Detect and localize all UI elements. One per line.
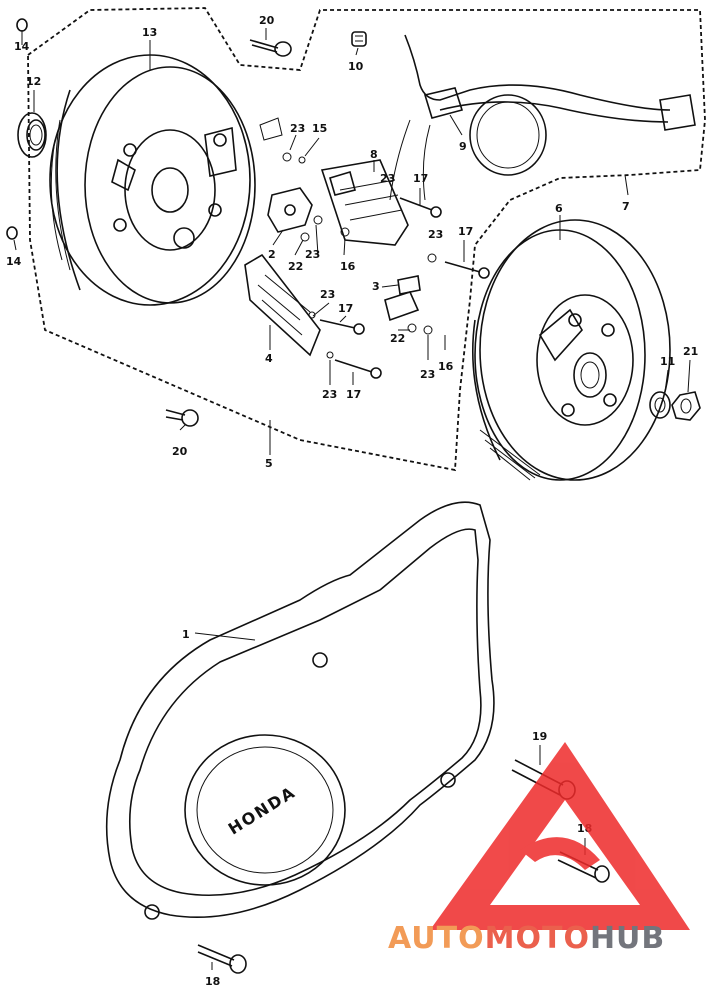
callout-17-a: 17 xyxy=(413,172,428,185)
cover-brand: HONDA xyxy=(225,782,300,838)
callout-19: 19 xyxy=(532,730,547,743)
callout-23-d: 23 xyxy=(428,228,443,241)
coil-4 xyxy=(244,253,321,357)
callout-13: 13 xyxy=(142,26,157,39)
rotor-13 xyxy=(49,54,256,306)
screw-20-top xyxy=(249,39,292,57)
callout-17-b: 17 xyxy=(458,225,473,238)
callout-18-bottom: 18 xyxy=(205,975,220,988)
watermark-moto: MOTO xyxy=(485,921,590,956)
watermark-inner-mark-icon xyxy=(520,837,600,870)
callout-23-g: 23 xyxy=(420,368,435,381)
callout-5: 5 xyxy=(265,457,273,470)
callout-8: 8 xyxy=(370,148,378,161)
callout-15: 15 xyxy=(312,122,327,135)
callout-23-b: 23 xyxy=(305,248,320,261)
callout-4: 4 xyxy=(265,352,273,365)
contact-breaker-2 xyxy=(259,117,313,233)
callout-labels: 1 2 3 4 5 6 7 8 9 10 11 12 13 14 14 15 1… xyxy=(6,14,698,988)
callout-14-top: 14 xyxy=(14,40,30,53)
callout-17-d: 17 xyxy=(346,388,361,401)
o-ring-14-mid xyxy=(6,226,18,240)
callout-22-a: 22 xyxy=(288,260,303,273)
callout-17-c: 17 xyxy=(338,302,353,315)
callout-11: 11 xyxy=(660,355,675,368)
watermark-text: AUTOMOTOHUB xyxy=(388,921,665,956)
callout-2: 2 xyxy=(268,248,276,261)
callout-14-mid: 14 xyxy=(6,255,22,268)
washer-11 xyxy=(649,391,671,419)
callout-20-mid: 20 xyxy=(172,445,188,458)
callout-20-top: 20 xyxy=(259,14,275,27)
callout-1: 1 xyxy=(182,628,190,641)
wire-harness-7 xyxy=(389,34,696,201)
callout-23-e: 23 xyxy=(320,288,335,301)
watermark-triangle-icon xyxy=(430,742,690,930)
callout-3: 3 xyxy=(372,280,380,293)
screw-17-c xyxy=(319,319,365,335)
callout-6: 6 xyxy=(555,202,563,215)
washers xyxy=(282,152,437,359)
callout-23-c: 23 xyxy=(380,172,395,185)
o-ring-14-top xyxy=(16,18,28,32)
callout-16-a: 16 xyxy=(340,260,356,273)
screw-17-d xyxy=(334,359,382,379)
screw-17-b xyxy=(444,261,490,279)
leader-lines xyxy=(13,28,691,970)
assembly-outline xyxy=(27,7,706,472)
callout-22-b: 22 xyxy=(390,332,405,345)
callout-21: 21 xyxy=(683,345,698,358)
screw-17-a xyxy=(399,197,442,218)
coil-8 xyxy=(320,159,409,246)
nut-21 xyxy=(671,391,701,421)
callout-16-b: 16 xyxy=(438,360,454,373)
bolt-18-bottom xyxy=(197,944,247,974)
flywheel-6 xyxy=(471,219,671,481)
side-cover-1: HONDA xyxy=(105,501,495,920)
watermark-hub: HUB xyxy=(590,921,665,956)
callout-10: 10 xyxy=(348,60,364,73)
condenser-3 xyxy=(384,275,421,322)
watermark-auto: AUTO xyxy=(388,921,485,956)
callout-9: 9 xyxy=(459,140,467,153)
callout-7: 7 xyxy=(622,200,630,213)
screw-20-mid xyxy=(165,409,199,427)
callout-12: 12 xyxy=(26,75,41,88)
watermark-logo: AUTOMOTOHUB xyxy=(388,742,690,956)
grommet-10 xyxy=(351,31,367,47)
callout-23-a: 23 xyxy=(290,122,305,135)
oil-seal-12 xyxy=(17,112,47,158)
callout-23-f: 23 xyxy=(322,388,337,401)
